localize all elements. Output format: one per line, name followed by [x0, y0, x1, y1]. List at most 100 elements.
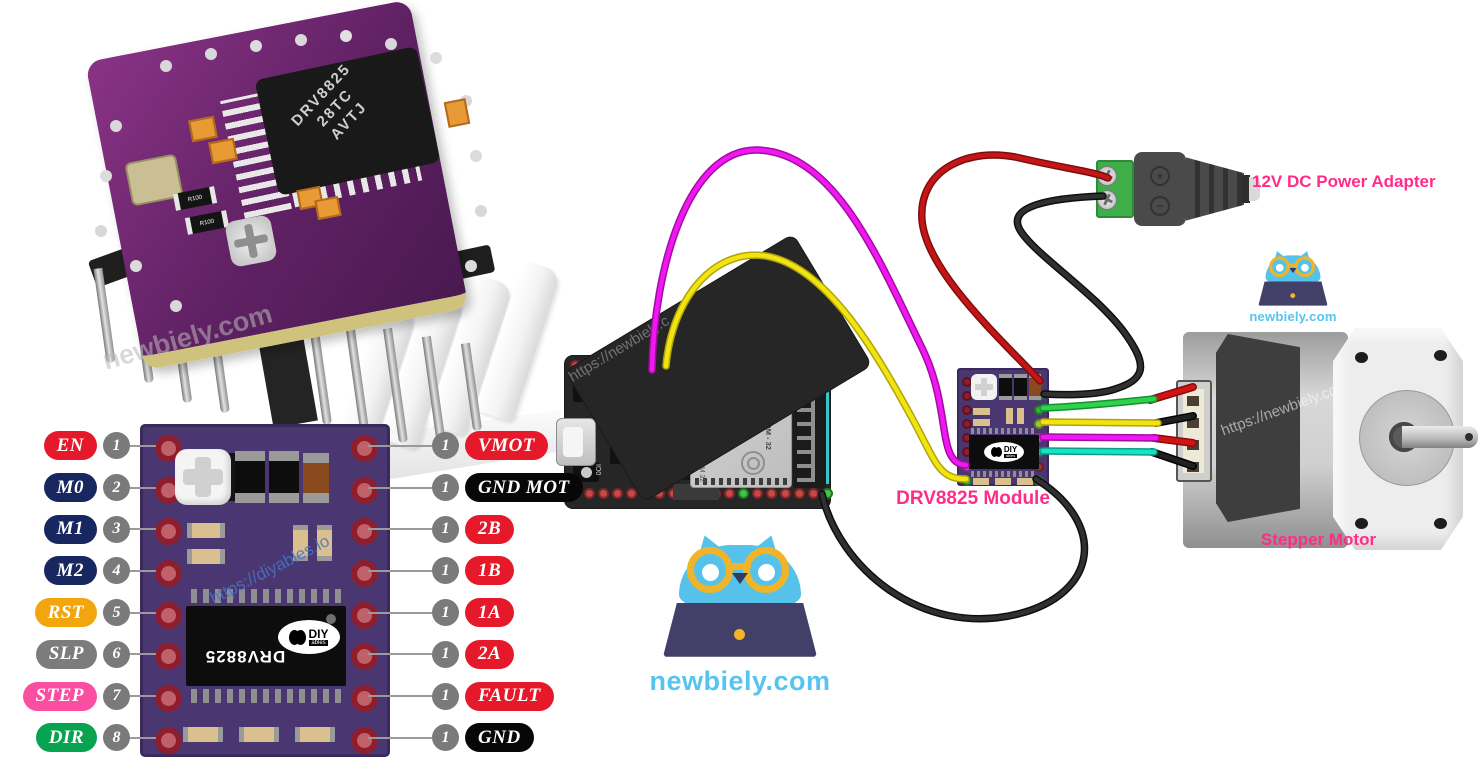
- owl-glasses-icon: [1269, 256, 1290, 277]
- esp32-board: EN IO0 FCC ID:2AC72-ESPWROOM 32 ® 205 - …: [556, 356, 833, 508]
- pin-label: M1: [43, 514, 97, 544]
- glasses-bridge: [729, 563, 751, 570]
- pin-label: GND: [465, 723, 534, 753]
- board-pad: [155, 726, 182, 754]
- module-pad: [962, 405, 972, 416]
- module-pad: [1034, 419, 1044, 430]
- resistor: [183, 727, 223, 742]
- shield-perforation: [695, 377, 787, 384]
- pin-label: 1B: [465, 556, 515, 586]
- barrel-jack-tip: [1249, 177, 1260, 201]
- faceplate-screw: [1434, 350, 1447, 361]
- reg-number-text: ® 205 - 000519: [712, 387, 719, 436]
- leader-line: [130, 736, 156, 739]
- newbiely-logo-small: newbiely.com: [1248, 249, 1338, 325]
- shield-perforation: [695, 478, 787, 485]
- esp32-pin: [626, 360, 637, 371]
- module-label: DRV8825 Module: [896, 488, 1050, 509]
- glasses-bridge: [1288, 263, 1298, 267]
- connector-slot: [1187, 418, 1199, 428]
- module-pad: [962, 475, 972, 486]
- connector-slot: [1187, 440, 1199, 450]
- pin-label: RST: [34, 598, 97, 628]
- capacitor: [1014, 374, 1027, 400]
- diy-logo-main: DIY: [1003, 445, 1018, 454]
- esp32-pin: [822, 488, 833, 499]
- owl-icon: [1258, 249, 1328, 308]
- resistor: [187, 549, 225, 564]
- owl-eye: [1275, 263, 1284, 272]
- pin-number: 1: [432, 515, 459, 543]
- esp32-pin: [822, 360, 833, 371]
- resistor: [995, 478, 1011, 485]
- pin-number: 1: [432, 640, 459, 668]
- esp-wroom-32-shield: FCC ID:2AC72-ESPWROOM 32 ® 205 - 000519 …: [690, 374, 792, 488]
- diy-logo-sub: ables: [1003, 453, 1018, 458]
- esp32-pin: [766, 360, 777, 371]
- capacitor: [999, 374, 1012, 400]
- ce-mark: CE: [722, 405, 739, 432]
- owl-glasses-icon: [1294, 256, 1316, 277]
- pin-number: 1: [432, 682, 459, 710]
- board-pads-left: [155, 435, 182, 754]
- chip-legs: [191, 589, 341, 603]
- esp32-pin: [654, 360, 665, 371]
- laptop-icon: [1258, 281, 1328, 306]
- esp32-pin: [794, 488, 805, 499]
- pin-number: 2: [103, 474, 130, 502]
- resistor: [973, 419, 990, 426]
- connector-slot: [1187, 462, 1199, 472]
- pin-number: 3: [103, 515, 130, 543]
- esp32-pin: [696, 360, 707, 371]
- esp32-pin: [752, 360, 763, 371]
- pin-number: 1: [432, 474, 459, 502]
- owl-glasses-icon: [743, 547, 789, 593]
- pin-number: 8: [103, 724, 130, 752]
- chip-legs: [971, 428, 1037, 434]
- pin-label: FAULT: [465, 681, 554, 711]
- esp32-pin: [654, 488, 665, 499]
- leader-line: [368, 444, 432, 447]
- pin-label: 2B: [465, 514, 515, 544]
- board-edge-strip: [826, 380, 829, 484]
- pin-label: DIR: [35, 723, 97, 753]
- leader-line: [130, 486, 156, 489]
- pin-number: 7: [103, 682, 130, 710]
- esp32-pin: [724, 488, 735, 499]
- wire-motor-green: [1043, 399, 1154, 408]
- esp32-pin: [808, 488, 819, 499]
- motor-connector: [1176, 380, 1212, 482]
- leader-line: [368, 486, 432, 489]
- owl-glasses-icon: [687, 547, 733, 593]
- drv8825-module: DIY ables: [957, 368, 1049, 486]
- wire-motor-yellow: [1043, 422, 1158, 423]
- esp32-pin: [808, 360, 819, 371]
- board-pad: [155, 643, 182, 671]
- chip-legs: [191, 689, 341, 703]
- motor-shaft: [1402, 426, 1478, 448]
- leader-line: [368, 569, 432, 572]
- capacitor: [1029, 374, 1041, 400]
- leader-line: [368, 528, 432, 531]
- pin-label: M0: [43, 473, 97, 503]
- resistor: [293, 525, 308, 561]
- usb-uart-chip: [610, 422, 652, 464]
- pin-number: 6: [103, 640, 130, 668]
- antenna-area: [793, 376, 826, 488]
- solder-points: [160, 60, 172, 72]
- adapter-label: 12V DC Power Adapter: [1252, 172, 1436, 191]
- newbiely-logo: newbiely.com: [640, 530, 840, 697]
- esp32-pin: [584, 488, 595, 499]
- board-pad: [351, 518, 378, 546]
- pin-number: 1: [432, 599, 459, 627]
- esp32-pin: [766, 488, 777, 499]
- resistor: [1017, 408, 1024, 424]
